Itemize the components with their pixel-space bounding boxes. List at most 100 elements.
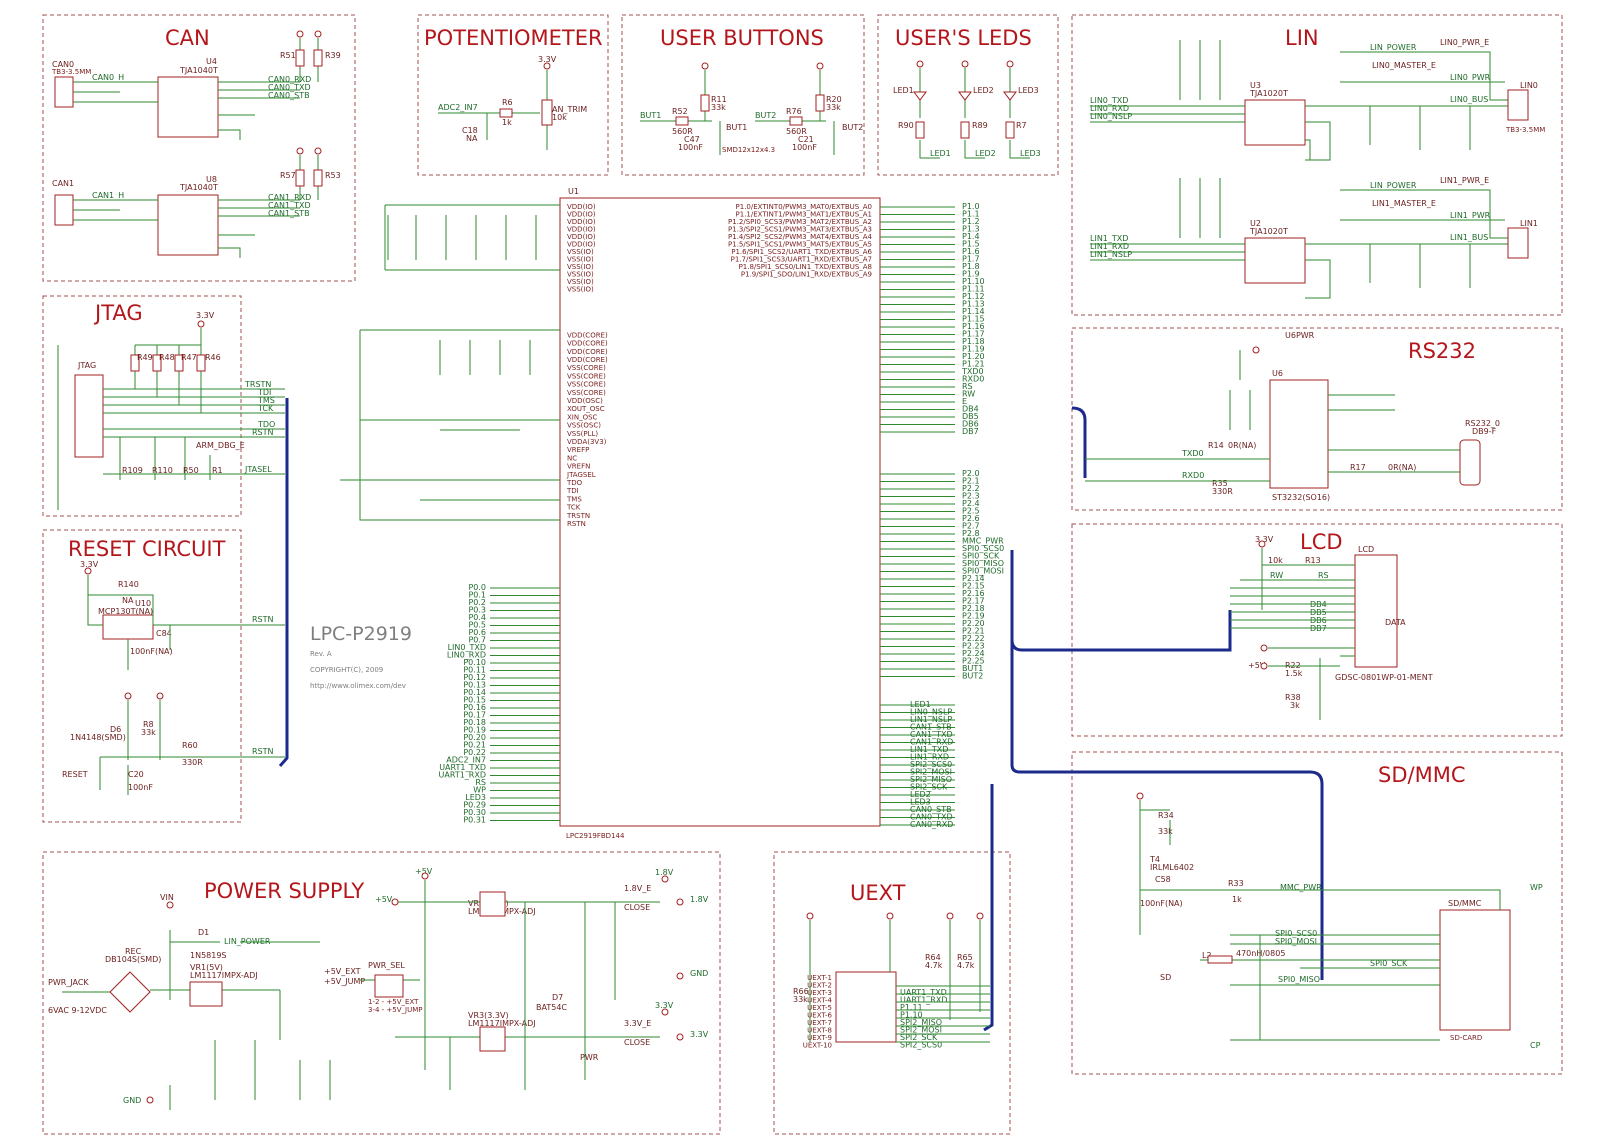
- mcu-left-pin: VSS(IO): [567, 248, 594, 256]
- uext-net: UART1_RXD: [900, 996, 947, 1005]
- r17-label: R17: [1350, 463, 1366, 472]
- vr3-label: VR3(3.3V): [468, 1011, 509, 1020]
- lin1-section: U2 TJA1020T LIN1_TXD LIN1_RXD LIN1_NSLP …: [1090, 176, 1538, 299]
- mcu-left-pin: VSS(CORE): [567, 389, 606, 397]
- mcu-left-pin: JTAGSEL: [566, 471, 596, 479]
- mcu-net-p0: LIN0_RXD: [447, 651, 486, 660]
- mcu-net-p2: SPI0_SCS0: [962, 544, 1004, 553]
- d6-label: D6: [110, 725, 121, 734]
- lcd-block: [1071, 523, 1563, 737]
- can1h-net: CAN1_H: [92, 191, 124, 200]
- r39-label: R39: [325, 51, 341, 60]
- reset-rstn-net: RSTN: [252, 615, 274, 624]
- can0-section: CAN0 TB3-3.5MM U4 TJA1040T CAN0_H CAN0_R…: [51, 30, 341, 140]
- mcu-net-p1: P1.2: [962, 217, 980, 226]
- mcu-net-p1: P1.11: [962, 285, 985, 294]
- r17-value: 0R(NA): [1388, 463, 1416, 472]
- mcu-net-p2: P2.8: [962, 529, 980, 538]
- mcu-left-pin: VDD(IO): [567, 211, 596, 219]
- uext-net: SPI2_SCK: [900, 1033, 938, 1042]
- uext-pin: UEXT-10: [803, 1042, 832, 1050]
- mcu-net-p1: P1.21: [962, 360, 985, 369]
- mcu-net-p2: P2.19: [962, 612, 985, 621]
- pwr-33v-top: 3.3V: [655, 1001, 674, 1010]
- r6-value: 1k: [502, 118, 512, 127]
- mcu-net-p1: P1.13: [962, 300, 985, 309]
- lin1-txd-net: LIN1_TXD: [1090, 234, 1128, 243]
- can-block: [42, 14, 356, 282]
- mcu-left-pin: VSS(IO): [567, 278, 594, 286]
- r34-label: R34: [1158, 811, 1174, 820]
- mcu-u1: U1 LPC2919FBD144 VDD(IO)VDD(IO)VDD(IO)VD…: [559, 187, 881, 840]
- u8-part: TJA1040T: [179, 183, 218, 192]
- reset-circuit: U10 MCP130T(NA) R140 NA C84 100nF(NA) D6…: [62, 560, 285, 795]
- mcu-net-p2: P2.2: [962, 484, 980, 493]
- c21-value: 100nF: [792, 143, 817, 152]
- mcu-net-p2: P2.16: [962, 589, 985, 598]
- mcu-net-p1: DB5: [962, 412, 979, 421]
- mcu-right-pin: P1.1/EXTINT1/PWM3_MAT1/EXTBUS_A1: [736, 211, 872, 219]
- jtag-bus: [278, 398, 289, 767]
- reset-block: [42, 529, 242, 823]
- mcu-net-p0: ADC2_IN7: [446, 756, 486, 765]
- mcu-left-pin: VSS(CORE): [567, 381, 606, 389]
- mcu-net-p2: P2.3: [962, 492, 980, 501]
- led2-label: LED2: [973, 86, 994, 95]
- can0h-net: CAN0_H: [92, 73, 124, 82]
- mcu-net-p3: SPI2_SCS0: [910, 760, 952, 769]
- mcu-net-p1: DB7: [962, 427, 979, 436]
- lin1-power-net: LIN_POWER: [1370, 181, 1417, 190]
- mcu-right-pin: P1.0/EXTINT0/PWM3_MAT0/EXTBUS_A0: [736, 203, 872, 211]
- sd-miso-net: SPI0_MISO: [1278, 975, 1320, 984]
- lcd-title: LCD: [1300, 530, 1343, 554]
- lin-block: [1071, 14, 1563, 316]
- uext-net: SPI2_MISO: [900, 1018, 942, 1027]
- switch-type: SMD12x12x4.3: [722, 146, 775, 154]
- c20-value: 100nF: [128, 783, 153, 792]
- mcu-right-net-labels: P1.0P1.1P1.2P1.3P1.4P1.5P1.6P1.7P1.8P1.9…: [880, 202, 985, 436]
- lin0-master-e: LIN0_MASTER_E: [1372, 61, 1436, 70]
- mcu-right-pin: P1.2/SPI0_SCS3/PWM3_MAT2/EXTBUS_A2: [728, 218, 872, 226]
- lin0-pwr-e: LIN0_PWR_E: [1440, 38, 1489, 47]
- r35-label: R35: [1212, 479, 1228, 488]
- mcu-left-pin: TDI: [566, 487, 579, 495]
- mcu-net-p3: LED3: [910, 798, 931, 807]
- lin0-txd-net: LIN0_TXD: [1090, 96, 1128, 105]
- uext-pin-labels: UEXT-1UEXT-2UEXT-3UEXT-4UEXT-5UEXT-6UEXT…: [803, 974, 833, 1050]
- lin0-power-net: LIN_POWER: [1370, 43, 1417, 52]
- mcu-net-p2: BUT1: [962, 664, 983, 673]
- pwr-18v-close: CLOSE: [624, 903, 650, 912]
- r11-value: 33k: [711, 103, 726, 112]
- u6-label: U6: [1272, 369, 1283, 378]
- pwr-gnd-left: GND: [123, 1096, 141, 1105]
- mcu-net-p3: LED2: [910, 790, 931, 799]
- can0-label: CAN0: [52, 60, 74, 69]
- arm-dbg-e: ARM_DBG_E: [196, 441, 245, 450]
- lcd-5v: +5V: [1248, 661, 1266, 670]
- mcu-net-p0: P0.4: [468, 613, 486, 622]
- sd-mmc-pwr-net: MMC_PWR: [1280, 883, 1322, 892]
- mcu-net-p3: LIN1_NSLP: [910, 715, 952, 724]
- r66-label: R66: [793, 987, 809, 996]
- can1-txd-net: CAN1_TXD: [268, 201, 311, 210]
- spi0-bus: [1010, 550, 1324, 980]
- rs232-rxd-net: RXD0: [1182, 471, 1204, 480]
- jtag-block: [42, 295, 242, 517]
- pwr-33v-label: 3.3V: [690, 1030, 709, 1039]
- mcu-net-p3: CAN0_RXD: [910, 820, 953, 829]
- jtag-tck-net: TCK: [257, 404, 274, 413]
- mcu-net-p1: RS: [962, 382, 973, 391]
- lcd-circuit: LCD GDSC-0801WP-01-MENT DATA RW RS DB4 D…: [1230, 535, 1433, 720]
- lcd-rw-net: RW: [1270, 571, 1283, 580]
- jtag-tdo-net: TDO: [257, 420, 275, 429]
- user-buttons-block: [621, 14, 865, 176]
- pwr-18v-top: 1.8V: [655, 868, 674, 877]
- rs232-circuit: U6 ST3232(SO16) U6PWR RS232_0 DB9-F TXD0…: [1085, 331, 1500, 502]
- mcu-net-p3: CAN0_TXD: [910, 813, 953, 822]
- l2-value: 470nH/0805: [1236, 949, 1285, 958]
- u2-label: U2: [1250, 219, 1261, 228]
- c58-label: C58: [1155, 875, 1171, 884]
- uext-pin: UEXT-7: [807, 1019, 832, 1027]
- u8-label: U8: [206, 175, 217, 184]
